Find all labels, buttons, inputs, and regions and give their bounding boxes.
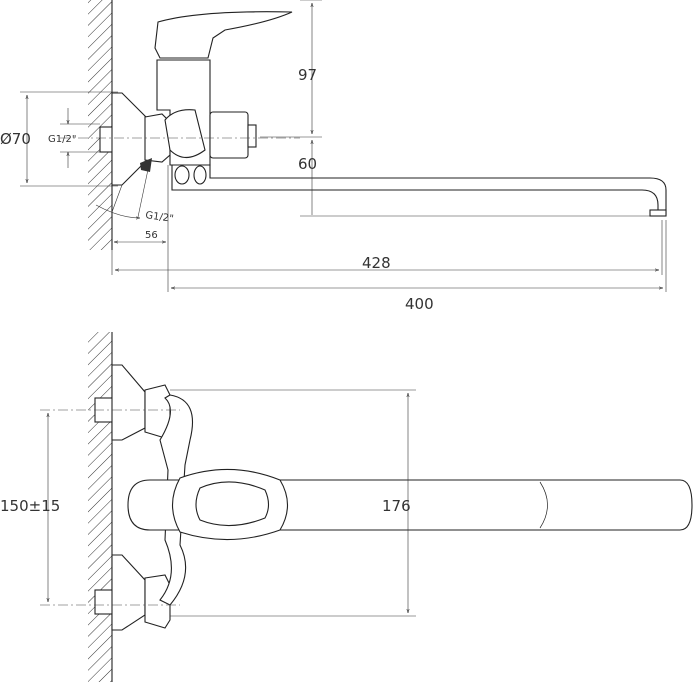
- side-view: 97 60 Ø70 G1/2" G1/2" 56 428 400: [0, 0, 667, 313]
- dim-176: 176: [382, 497, 411, 515]
- wall-hatch: [88, 0, 112, 250]
- dim-center-distance: 150±15: [0, 497, 60, 515]
- dim-428: 428: [362, 254, 391, 272]
- dim-thread-angled: G1/2": [145, 210, 175, 225]
- top-view: 150±15 176: [0, 332, 693, 682]
- dim-60: 60: [298, 155, 317, 173]
- wall-flange: [111, 92, 148, 186]
- dim-thread-top: G1/2": [48, 134, 76, 145]
- dim-400: 400: [405, 295, 434, 313]
- shower-outlet: [209, 111, 249, 159]
- wall-hatch-bottom: [88, 332, 112, 682]
- dim-flange-diameter: Ø70: [0, 130, 31, 148]
- dim-97: 97: [298, 66, 317, 84]
- spout: [171, 164, 667, 216]
- dim-56: 56: [145, 230, 158, 241]
- lever-handle: [154, 11, 293, 59]
